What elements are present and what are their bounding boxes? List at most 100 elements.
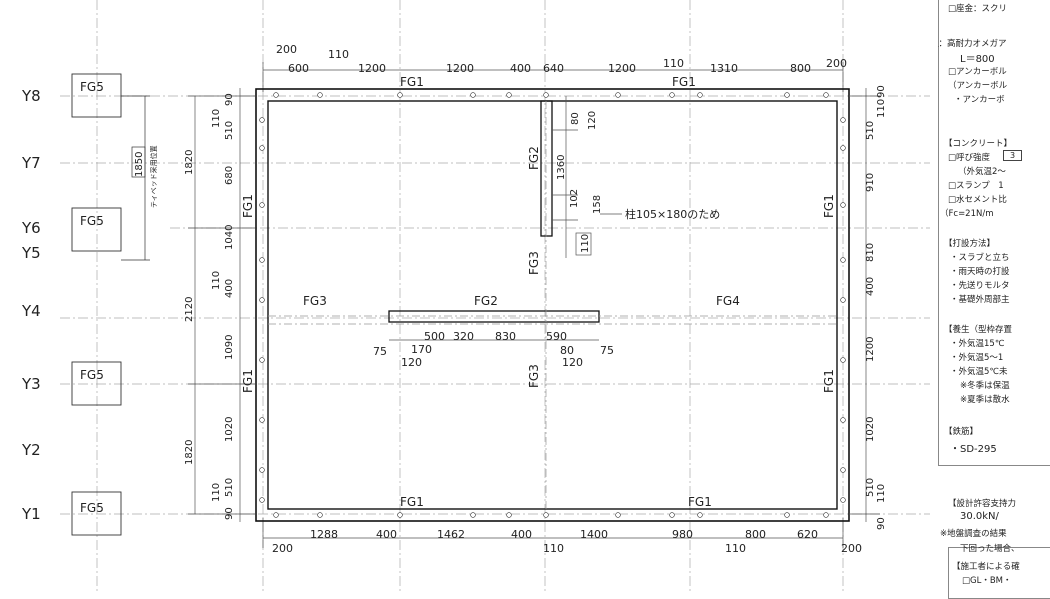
anchor-bolt-marker <box>697 92 703 98</box>
dim-right-10: 110 <box>876 484 887 503</box>
dim-bottom-8: 980 <box>672 528 693 541</box>
dim-right-5: 810 <box>865 243 876 262</box>
note-line: ※夏季は散水 <box>960 395 1010 405</box>
beam-fg1-right-upper: FG1 <box>822 194 836 218</box>
dim-mid-4: 500 <box>424 330 445 343</box>
beam-fg1-bottom-right: FG1 <box>688 495 712 509</box>
anchor-bolt-marker <box>840 357 846 363</box>
center-dimension-line <box>552 96 622 258</box>
dim-mid-10: 75 <box>600 344 614 357</box>
dim-left-inner-2: 110 <box>211 109 222 128</box>
fg5-label-2: FG5 <box>80 214 104 228</box>
anchor-bolt-marker <box>259 467 265 473</box>
dim-left-inner-4: 680 <box>224 166 235 185</box>
dim-bottom-5: 400 <box>511 528 532 541</box>
dim-right-6: 400 <box>865 277 876 296</box>
anchor-bolt-marker <box>669 512 675 518</box>
dim-bottom-2: 1288 <box>310 528 338 541</box>
note-line: ・スラブと立ち <box>950 253 1010 263</box>
dim-right-9: 510 <box>865 478 876 497</box>
anchor-bolt-marker <box>840 117 846 123</box>
note-line: （Fc=21N/m <box>940 209 994 219</box>
note-line: 【鉄筋】 <box>944 427 979 437</box>
note-line: ・先送りモルタ <box>950 281 1010 291</box>
dim-bottom-12: 200 <box>841 542 862 555</box>
dim-left-inner-7: 400 <box>224 279 235 298</box>
top-dimension-line <box>262 62 844 92</box>
dim-left-outer-2: 2120 <box>184 297 195 322</box>
note-line: □水セメント比 <box>948 195 1007 205</box>
dim-left-inner-12: 90 <box>224 507 235 520</box>
anchor-bolt-marker <box>840 145 846 151</box>
note-line: ・雨天時の打設 <box>950 267 1010 277</box>
anchor-bolt-marker <box>259 357 265 363</box>
fg5-label-1: FG5 <box>80 80 104 94</box>
beam-fg2-horizontal: FG2 <box>474 294 498 308</box>
anchor-bolt-marker <box>615 512 621 518</box>
beam-fg1-bottom-left: FG1 <box>400 495 424 509</box>
dim-bottom-4: 1462 <box>437 528 465 541</box>
grid-label-y4: Y4 <box>21 302 41 320</box>
fg5-label-4: FG5 <box>80 501 104 515</box>
dim-top-10: 1310 <box>710 62 738 75</box>
beam-fg1-right-lower: FG1 <box>822 369 836 393</box>
anchor-bolt-marker <box>259 257 265 263</box>
fg5-footings <box>71 73 122 536</box>
left-outer-dimension-line <box>188 88 255 522</box>
dim-mid-8: 80 <box>560 344 574 357</box>
anchor-bolt-marker <box>470 512 476 518</box>
beam-fg3-left: FG3 <box>303 294 327 308</box>
note-line: 【コンクリート】 <box>944 139 1013 149</box>
beam-fg2-vertical: FG2 <box>527 146 541 170</box>
note-line: （外気温2〜 <box>958 167 1006 177</box>
anchor-bolt-marker <box>697 512 703 518</box>
note-line: 下回った場合、 <box>960 544 1020 554</box>
grid-label-y5: Y5 <box>21 244 41 262</box>
beam-fg1-left-upper: FG1 <box>241 194 255 218</box>
anchor-bolt-marker <box>259 145 265 151</box>
dim-top-5: 1200 <box>446 62 474 75</box>
dim-mid-1: 75 <box>373 345 387 358</box>
note-line: ・SD-295 <box>950 444 997 455</box>
dim-left-inner-11: 110 <box>211 483 222 502</box>
dim-bottom-1: 200 <box>272 542 293 555</box>
dim-top-8: 1200 <box>608 62 636 75</box>
anchor-bolt-marker <box>317 512 323 518</box>
anchor-bolt-marker <box>840 297 846 303</box>
annotation-note: 柱105×180のため <box>625 207 720 221</box>
dim-mid-6: 830 <box>495 330 516 343</box>
dim-right-1: 90 <box>876 85 887 98</box>
note-line: ・基礎外周部主 <box>950 295 1010 305</box>
dim-center-3: 1360 <box>556 155 567 180</box>
grid-label-y8: Y8 <box>21 87 41 105</box>
note-line: △：高耐力オメガア <box>938 39 1007 49</box>
fg5-label-3: FG5 <box>80 368 104 382</box>
dim-top-12: 200 <box>826 57 847 70</box>
anchor-bolt-marker <box>397 92 403 98</box>
dim-right-8: 1020 <box>865 417 876 442</box>
grid-label-y7: Y7 <box>21 154 41 172</box>
anchor-bolt-marker <box>823 512 829 518</box>
beam-fg1-left-lower: FG1 <box>241 369 255 393</box>
dim-left-inner-3: 510 <box>224 121 235 140</box>
dim-center-2: 120 <box>587 111 598 130</box>
beam-fg3-upper: FG3 <box>527 251 541 275</box>
dim-mid-2: 170 <box>411 343 432 356</box>
fg5-footing-1 <box>71 73 122 118</box>
dim-left-outer-1: 1820 <box>184 150 195 175</box>
fg5-footing-3 <box>71 361 122 406</box>
dim-bottom-10: 800 <box>745 528 766 541</box>
dim-mid-5: 320 <box>453 330 474 343</box>
fg5-footing-4 <box>71 491 122 536</box>
note-line: □座金：スクリ <box>948 4 1008 14</box>
dim-top-4: 1200 <box>358 62 386 75</box>
dim-left-inner-8: 1090 <box>224 335 235 360</box>
fg2-horizontal-beam <box>388 310 600 323</box>
bottom-dimension-line <box>262 518 844 548</box>
grid-label-y6: Y6 <box>21 219 41 237</box>
grid-label-y1: Y1 <box>21 505 41 523</box>
anchor-bolt-marker <box>784 92 790 98</box>
dim-left-inner-10: 510 <box>224 478 235 497</box>
anchor-bolt-marker <box>470 92 476 98</box>
note-line: 【設計許容支持力 <box>948 499 1017 509</box>
